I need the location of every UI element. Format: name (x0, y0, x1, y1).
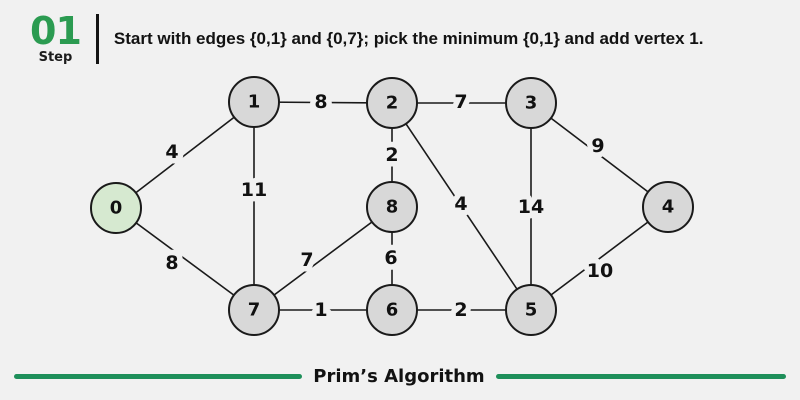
graph-edge-0-1 (115, 101, 255, 209)
graph-node-1 (228, 76, 280, 128)
graph-node-4 (642, 181, 694, 233)
graph-edge-7-8 (253, 206, 393, 311)
graph-node-5 (505, 284, 557, 336)
edge-weight-3-5: 14 (518, 196, 544, 218)
graph-node-7 (228, 284, 280, 336)
graph-edge-5-4 (530, 206, 669, 311)
graph-node-2 (366, 77, 418, 129)
edge-weight-2-5: 4 (454, 193, 467, 215)
graph-node-label-3: 3 (525, 93, 538, 114)
edge-weight-1-2: 8 (314, 91, 327, 113)
graph-node-label-8: 8 (386, 197, 399, 218)
header: 01 Step Start with edges {0,1} and {0,7}… (30, 9, 704, 66)
graph-node-3 (505, 77, 557, 129)
header-divider (95, 14, 99, 65)
edge-weight-2-3: 7 (454, 91, 467, 113)
graph-node-label-2: 2 (386, 93, 399, 114)
graph-node-6 (366, 284, 418, 336)
edge-weight-0-1: 4 (165, 141, 178, 163)
edge-weight-7-6: 1 (314, 299, 327, 321)
graph-node-0 (90, 182, 142, 234)
graph-node-label-5: 5 (525, 300, 538, 321)
edge-weight-5-4: 10 (587, 260, 613, 282)
footer-title: Prim’s Algorithm (313, 366, 485, 387)
graph-edge-0-7 (115, 207, 255, 311)
graph-node-8 (366, 181, 418, 233)
edge-weight-7-8: 7 (300, 249, 313, 271)
step-title: Start with edges {0,1} and {0,7}; pick t… (113, 29, 704, 49)
step-number: 01 (30, 9, 82, 53)
footer-rule-right (495, 374, 786, 379)
edge-weight-1-7: 11 (241, 179, 267, 201)
footer-rule-left (14, 374, 303, 379)
graph-edge-3-4 (530, 102, 669, 208)
edge-weight-2-8: 2 (385, 144, 398, 166)
edge-weight-8-6: 6 (384, 247, 397, 269)
edge-weight-0-7: 8 (165, 252, 178, 274)
graph-node-label-0: 0 (110, 198, 123, 219)
step-label: Step (38, 50, 73, 66)
graph-edge-2-5 (391, 102, 532, 311)
graph-node-label-4: 4 (662, 197, 675, 218)
footer: Prim’s Algorithm (0, 366, 800, 387)
graph-node-label-7: 7 (248, 300, 261, 321)
graph-node-label-1: 1 (248, 92, 261, 113)
graph-node-label-6: 6 (386, 300, 399, 321)
edge-weight-3-4: 9 (591, 135, 604, 157)
edge-weight-6-5: 2 (454, 299, 467, 321)
step-badge: 01 Step (30, 9, 82, 66)
